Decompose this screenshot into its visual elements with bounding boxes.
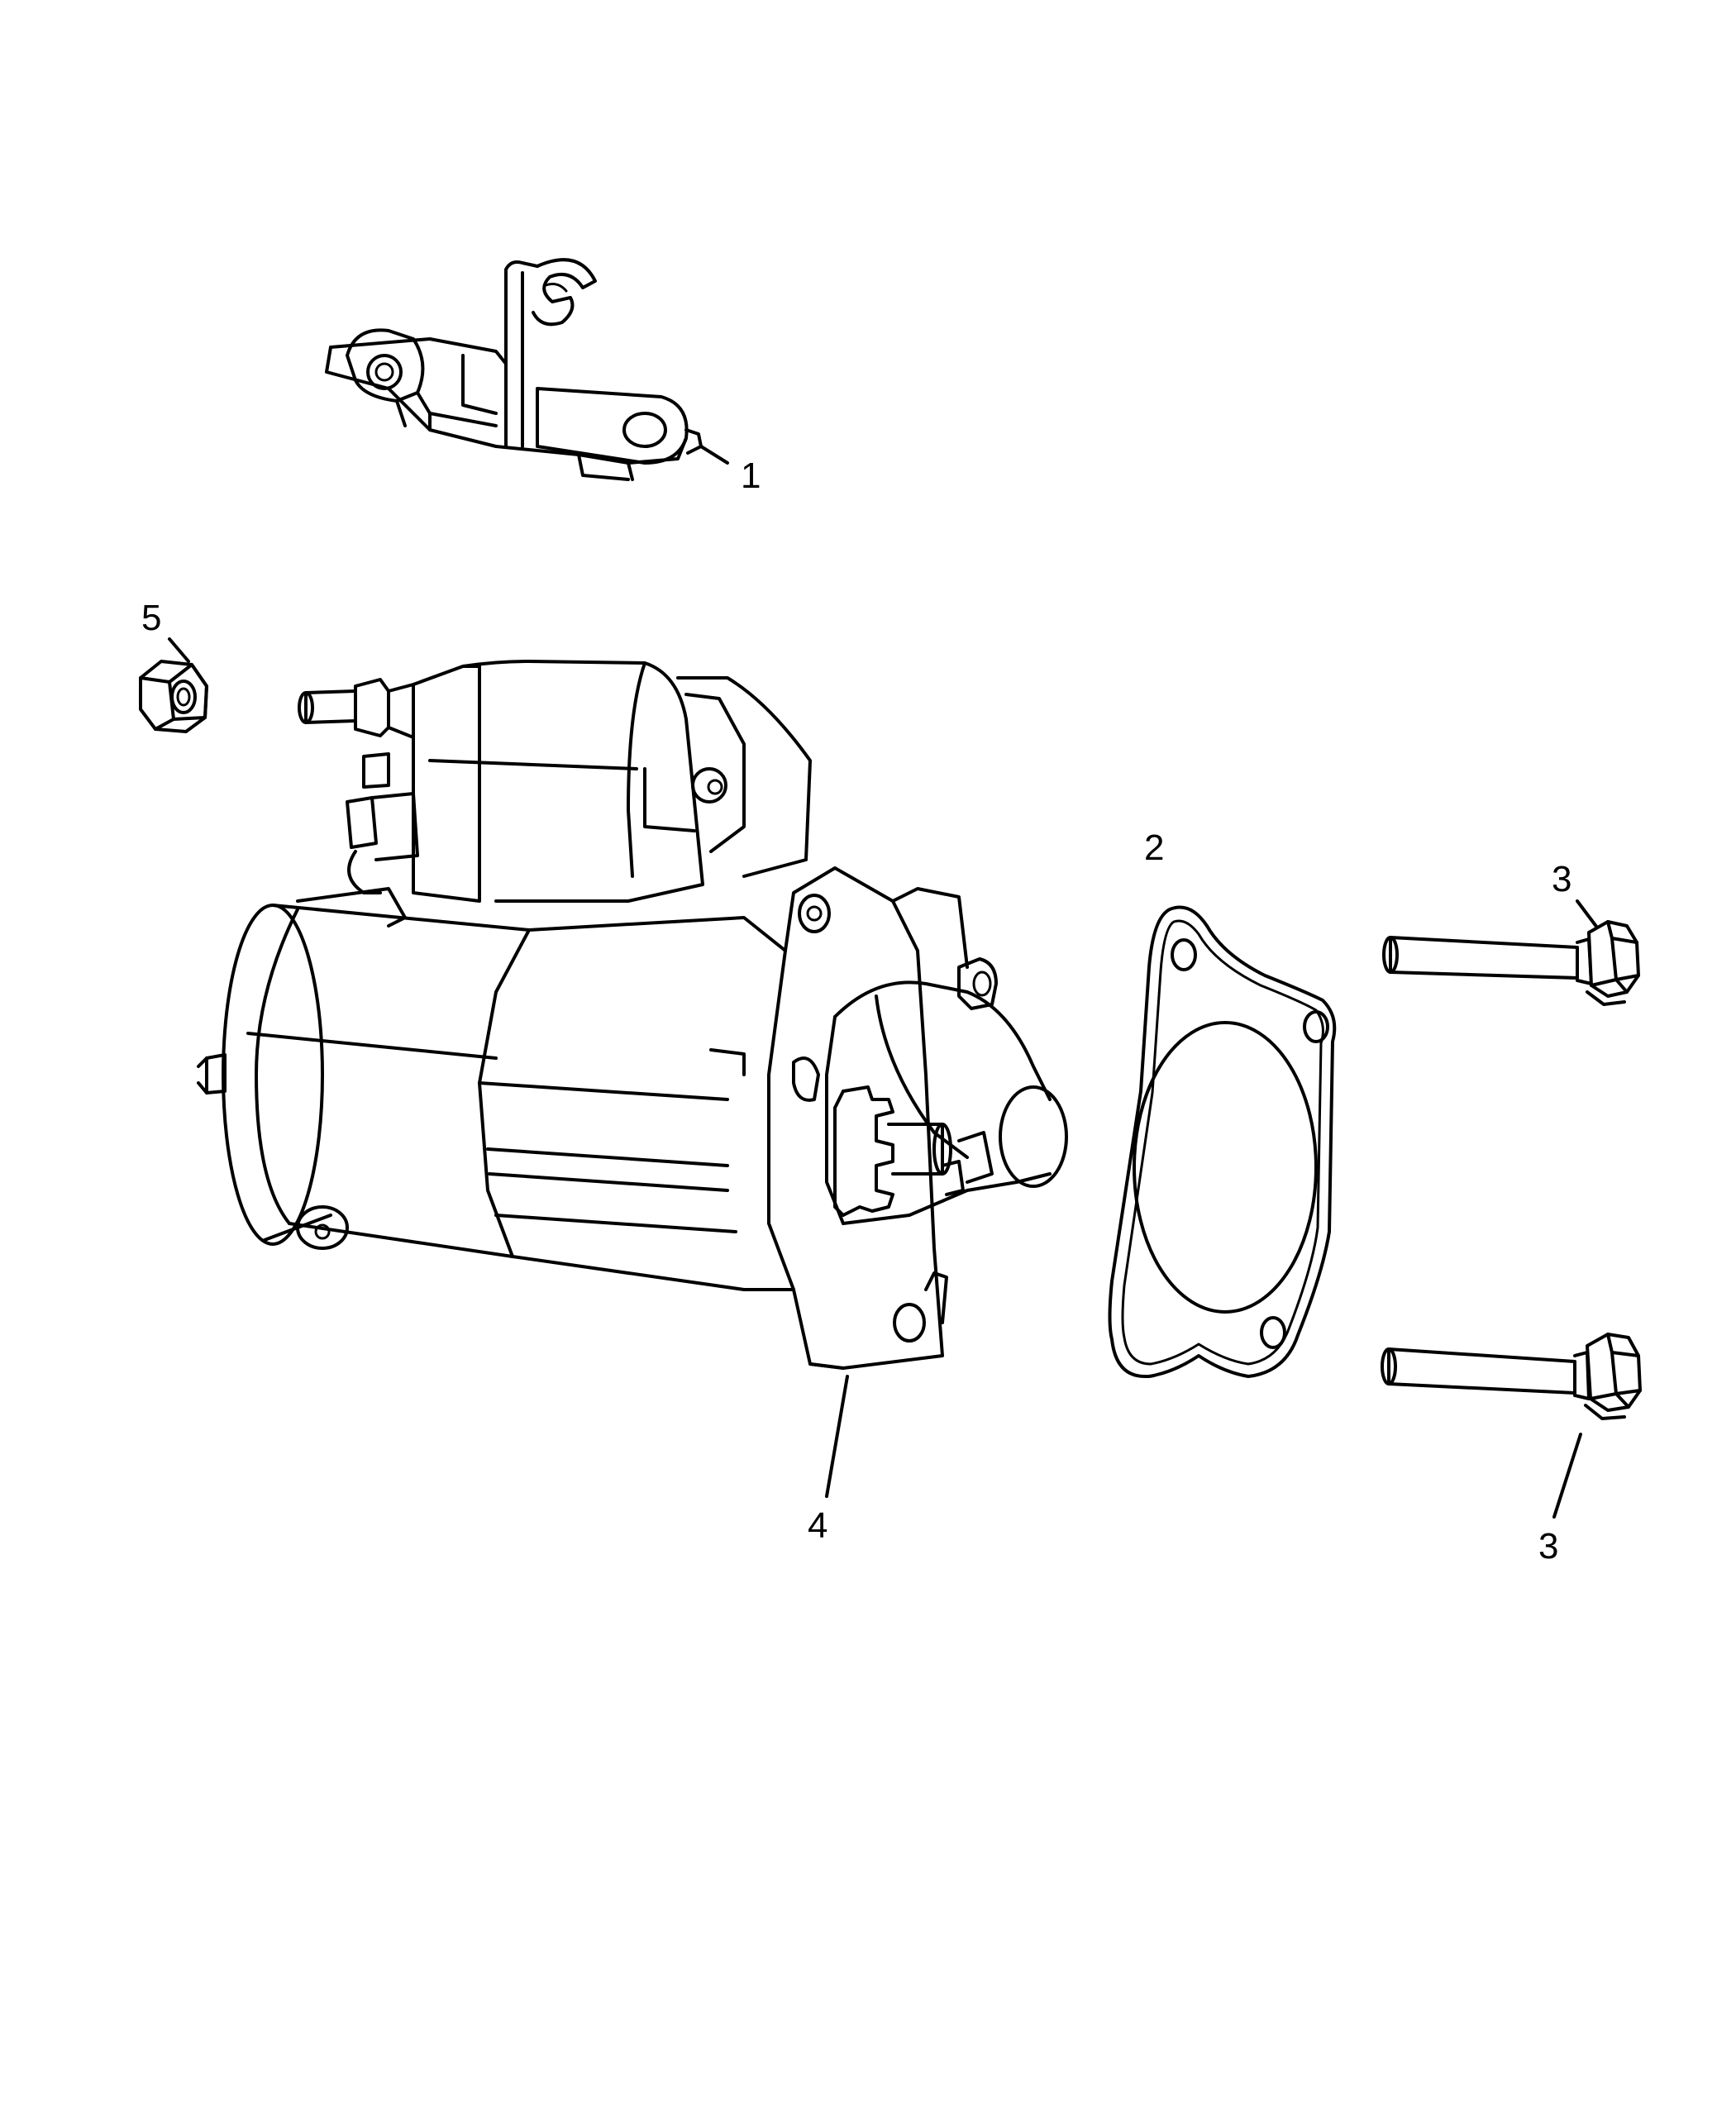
part-1-terminal-bracket[interactable] xyxy=(325,258,703,481)
callout-labels: 1 2 3 3 4 5 xyxy=(141,455,1571,1567)
leader-4 xyxy=(825,1375,849,1498)
callout-1: 1 xyxy=(741,455,761,496)
part-3-bolt-upper[interactable] xyxy=(1382,920,1640,1006)
callout-2: 2 xyxy=(1144,827,1164,868)
callout-4: 4 xyxy=(808,1505,827,1546)
part-3-bolt-lower[interactable] xyxy=(1381,1333,1642,1420)
leader-5 xyxy=(168,637,190,663)
leader-lines xyxy=(168,445,1599,1519)
leader-1 xyxy=(699,445,729,465)
part-5-flange-nut[interactable] xyxy=(139,660,208,733)
callout-5: 5 xyxy=(141,598,161,638)
leader-3-upper xyxy=(1576,899,1599,929)
leader-3-lower xyxy=(1552,1433,1582,1519)
callout-3-upper: 3 xyxy=(1552,859,1571,899)
part-4-starter-motor[interactable] xyxy=(197,660,1068,1370)
callout-3-lower: 3 xyxy=(1538,1526,1558,1567)
part-2-gasket[interactable] xyxy=(1108,905,1337,1378)
